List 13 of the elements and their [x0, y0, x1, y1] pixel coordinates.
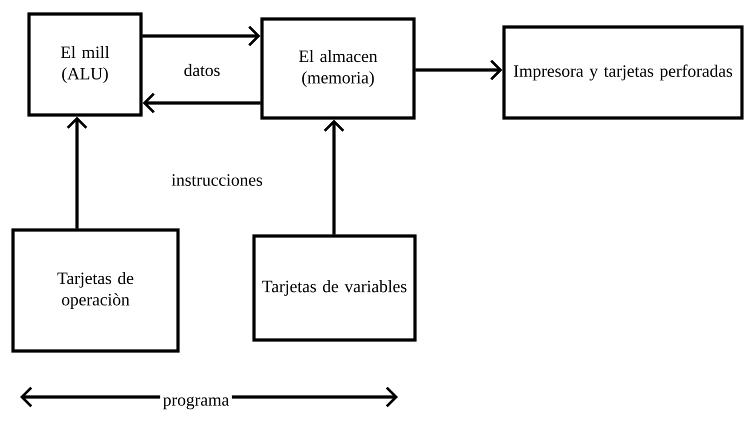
process-box: Tarjetas de operaciòn [11, 228, 180, 353]
label: programa [160, 394, 232, 412]
arrow [142, 26, 260, 46]
arrow [66, 116, 88, 228]
arrow [324, 120, 344, 234]
process-box: El mill (ALU) [27, 12, 143, 117]
arrow [416, 60, 502, 80]
process-box: Impresora y tarjetas perforadas [502, 25, 744, 120]
process-box: El almacen (memoria) [260, 17, 416, 120]
process-box: Tarjetas de variables [252, 234, 417, 342]
edge-label: datos [182, 62, 222, 78]
arrow [142, 92, 260, 114]
label: instrucciones [172, 174, 262, 186]
